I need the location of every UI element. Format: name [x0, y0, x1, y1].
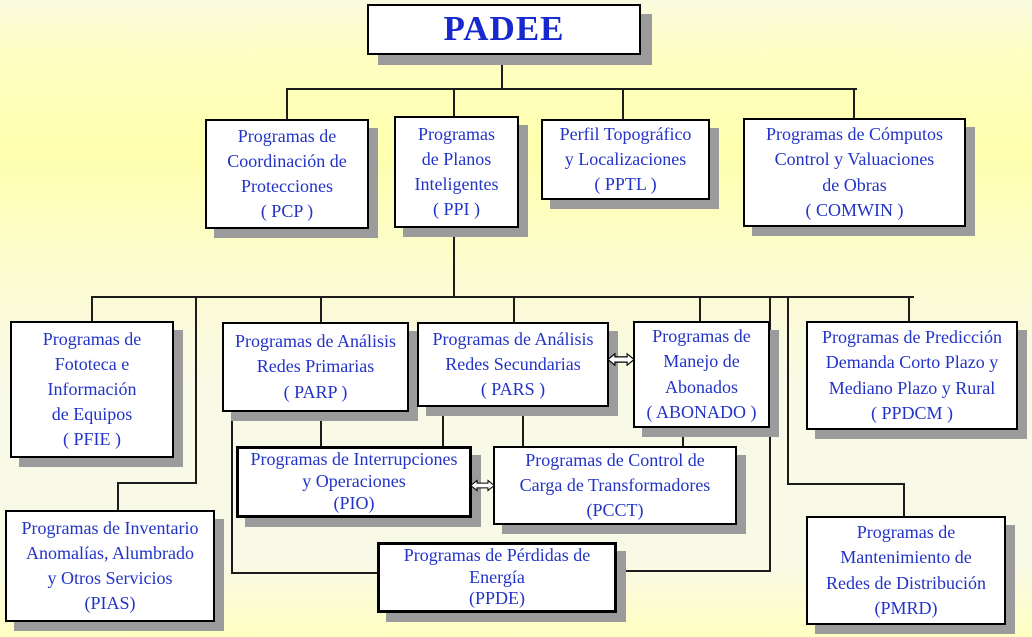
text-line: Programas de	[652, 326, 751, 347]
connector-pmrd-drop	[787, 296, 789, 485]
connector-padee-down	[501, 55, 503, 88]
text-line: (PPDE)	[468, 588, 525, 609]
text-line: Programas de Interrupciones	[250, 449, 458, 470]
connector-pias-drop	[195, 296, 197, 484]
text-line: Perfil Topográfico	[559, 123, 692, 144]
text-line: Fototeca e	[54, 353, 130, 374]
node-pcct: Programas de Control de Carga de Transfo…	[493, 446, 737, 525]
connector-to-pmrd	[903, 483, 905, 516]
connector-to-pptl	[622, 88, 624, 119]
text-line: Mantenimiento de	[840, 547, 972, 568]
connector-ppi-down	[453, 226, 455, 296]
connector-abonado-pcct	[682, 424, 684, 446]
text-line: Energía	[469, 566, 525, 587]
node-padee: PADEE	[367, 4, 641, 55]
text-line: ( PARP )	[283, 381, 348, 402]
text-line: Programas de Control de	[525, 449, 705, 470]
connector-to-ppi	[453, 88, 455, 116]
text-line: Información	[47, 378, 137, 399]
node-pio: Programas de Interrupciones y Operacione…	[236, 446, 472, 518]
node-pcp: Programas de Coordinación de Proteccione…	[205, 119, 369, 229]
connector-parp-ppde-drop	[231, 408, 233, 574]
text-line: Abonados	[665, 376, 738, 397]
node-ppde: Programas de Pérdidas de Energía (PPDE)	[377, 542, 617, 613]
text-line: ( PCP )	[260, 201, 314, 222]
connector-rail-level2	[287, 88, 857, 90]
text-line: y Localizaciones	[564, 148, 687, 169]
text-line: Inteligentes	[414, 174, 499, 194]
node-ppdcm: Programas de Predicción Demanda Corto Pl…	[806, 321, 1018, 430]
connector-ppde-right-elbow	[617, 570, 771, 572]
text-line: Control y Valuaciones	[774, 149, 935, 170]
text-line: ( PPDCM )	[870, 402, 954, 423]
text-line: ( ABONADO )	[646, 401, 757, 422]
connector-to-pfie	[91, 296, 93, 321]
connector-to-pars	[513, 296, 515, 322]
text-line: Programas de Predicción	[822, 327, 1002, 348]
text-line: Programas de Cómputos	[766, 124, 943, 145]
text-line: ( PFIE )	[63, 429, 121, 450]
connector-pmrd-elbow	[787, 483, 905, 485]
text-line: Protecciones	[241, 176, 333, 196]
text-line: Redes Primarias	[256, 356, 375, 377]
text-line: ( PPI )	[432, 199, 480, 220]
connector-to-parp	[320, 296, 322, 322]
connector-parp-pio	[320, 408, 322, 446]
text-line: (PMRD)	[874, 597, 938, 618]
node-parp: Programas de Análisis Redes Primarias ( …	[222, 322, 409, 412]
connector-to-pias	[117, 482, 119, 510]
text-line: Anomalías, Alumbrado	[26, 542, 194, 563]
text-line: Mediano Plazo y Rural	[828, 377, 996, 398]
node-ppi: Programas de Planos Inteligentes ( PPI )	[394, 116, 519, 228]
text-line: (PCCT)	[586, 500, 644, 521]
node-pars: Programas de Análisis Redes Secundarias …	[417, 322, 609, 407]
node-pptl: Perfil Topográfico y Localizaciones ( PP…	[541, 119, 710, 200]
text-line: Programas de	[856, 522, 956, 543]
text-line: Programas	[418, 123, 495, 144]
text-line: Redes de Distribución	[826, 572, 986, 593]
node-abonado: Programas de Manejo de Abonados ( ABONAD…	[633, 321, 770, 428]
node-pmrd: Programas de Mantenimiento de Redes de D…	[806, 516, 1006, 625]
text-line: Manejo de	[663, 351, 740, 372]
node-pias: Programas de Inventario Anomalías, Alumb…	[5, 510, 215, 622]
text-line: Programas de Inventario	[21, 517, 199, 538]
node-padee-label: PADEE	[443, 9, 565, 49]
text-line: Programas de Análisis	[432, 328, 594, 349]
text-line: Programas de Pérdidas de	[403, 544, 591, 565]
text-line: y Otros Servicios	[47, 568, 173, 588]
text-line: Programas de	[237, 125, 337, 146]
text-line: Programas de	[42, 328, 142, 349]
text-line: (PIO)	[333, 492, 375, 513]
connector-pars-pcct	[522, 403, 524, 446]
node-pfie: Programas de Fototeca e Información de E…	[10, 321, 174, 458]
text-line: Carga de Transformadores	[519, 474, 711, 495]
connector-pars-pio	[442, 403, 444, 446]
text-line: Redes Secundarias	[445, 353, 581, 374]
connector-parp-ppde-elbow	[231, 572, 377, 574]
double-arrow-pio-pcct-icon	[469, 478, 496, 493]
text-line: ( COMWIN )	[805, 199, 904, 220]
text-line: ( PARS )	[480, 379, 546, 400]
connector-pias-elbow	[117, 482, 197, 484]
connector-to-ppdcm	[908, 296, 910, 321]
double-arrow-pars-abonado-icon	[606, 352, 636, 367]
text-line: y Operaciones	[302, 471, 406, 492]
text-line: Coordinación de	[227, 150, 347, 171]
text-line: de Planos	[421, 148, 492, 169]
text-line: Demanda Corto Plazo y	[825, 352, 999, 373]
text-line: ( PPTL )	[594, 174, 657, 195]
node-comwin: Programas de Cómputos Control y Valuacio…	[743, 118, 966, 227]
connector-to-abonado	[699, 296, 701, 321]
connector-ppde-right-drop	[769, 296, 771, 572]
text-line: Programas de Análisis	[235, 331, 396, 352]
text-line: de Obras	[822, 174, 887, 195]
connector-rail-level3	[92, 296, 914, 298]
text-line: de Equipos	[51, 404, 133, 425]
text-line: (PIAS)	[84, 593, 136, 614]
connector-to-comwin	[853, 88, 855, 118]
connector-to-pcp	[286, 88, 288, 119]
